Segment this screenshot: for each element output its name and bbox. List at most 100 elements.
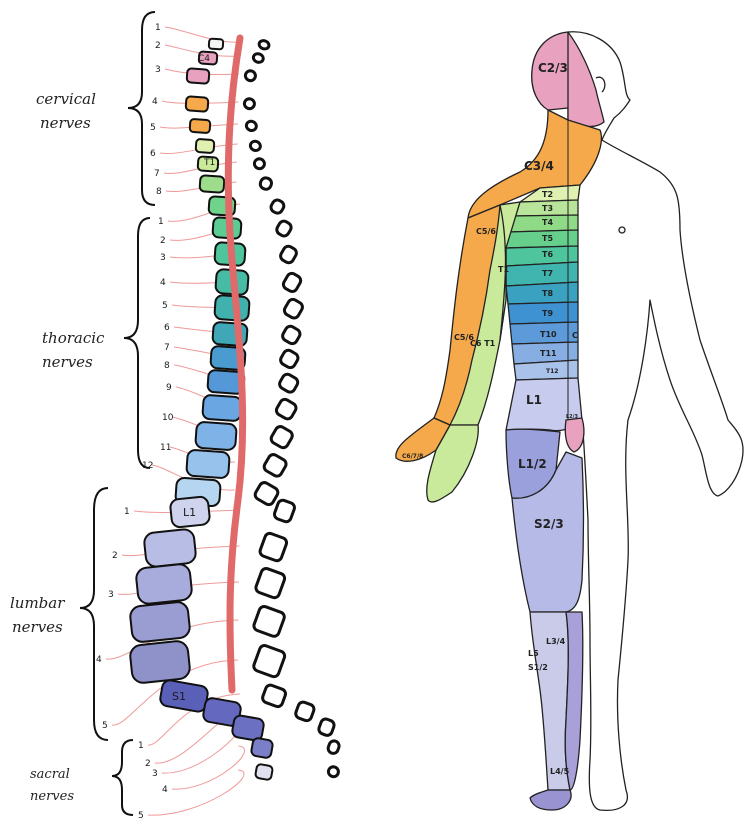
thoracic-label-line1: thoracic [42,329,105,347]
spinous-processes [243,39,340,778]
process-sacral-3 [317,718,335,737]
vertebra-thoracic-11 [186,450,230,479]
nerve-number-thoracic-6: 6 [164,323,170,333]
process-thoracic-11 [262,453,287,478]
process-sacral-2 [294,701,315,722]
process-thoracic-3 [279,244,298,264]
label-c678: C6/7/8 [402,453,423,460]
process-cervical-4 [243,97,256,110]
nerve-number-thoracic-4: 4 [160,278,166,288]
process-cervical-5 [245,120,258,132]
nerve-number-cervical-7: 7 [154,169,160,179]
process-cervical-2 [252,52,264,63]
label-t12: T12 [546,368,558,375]
vertebra-cervical-4 [186,96,209,112]
nerve-number-cervical-6: 6 [150,149,156,159]
nerve-number-sacral-4: 4 [162,785,168,795]
vertebra-label-t1: T1 [203,158,215,168]
nerve-number-thoracic-5: 5 [162,301,168,311]
bracket-sacral [112,740,133,815]
label-t3: T3 [542,204,553,213]
dermatome-leg-purple [565,612,583,790]
vertebra-thoracic-9 [202,395,242,422]
label-l45: L4/5 [550,767,570,776]
vertebra-cervical-8 [199,175,224,193]
vertebra-lumbar-3 [135,563,192,604]
process-thoracic-10 [269,425,294,450]
sacral-label-line1: sacral [30,767,70,782]
process-thoracic-4 [282,272,303,294]
nerve-line-cervical-1 [165,27,240,42]
label-t7: T7 [542,269,553,278]
group-brackets [80,12,155,815]
label-l23: L2/3 [566,414,578,420]
label-t9: T9 [542,309,553,318]
nerve-number-thoracic-3: 3 [160,253,166,263]
bracket-cervical [128,12,155,205]
process-cervical-3 [244,69,257,82]
vertebra-lumbar-2 [143,528,196,567]
process-lumbar-4 [253,605,286,638]
nerve-number-cervical-5: 5 [150,123,156,133]
label-c34: C3/4 [524,159,554,173]
vertebra-sacral-3 [231,715,264,742]
nerve-number-lumbar-4: 4 [96,655,102,665]
process-thoracic-5 [283,298,305,320]
sacral-label-line2: nerves [30,789,74,804]
nerve-number-cervical-3: 3 [155,65,161,75]
process-cervical-8 [259,176,273,190]
process-sacral-1 [261,684,287,708]
label-t6: T6 [542,250,553,259]
process-lumbar-5 [252,644,286,678]
process-thoracic-1 [269,198,285,215]
label-t4: T4 [542,218,553,227]
process-cervical-1 [258,39,270,50]
bracket-lumbar [80,488,108,740]
nerve-number-cervical-4: 4 [152,97,158,107]
vertebra-cervical-1 [209,39,224,50]
process-cervical-7 [253,157,266,170]
vertebra-cervical-6 [196,139,215,153]
vertebra-cervical-5 [190,119,211,133]
label-t8: T8 [542,289,553,298]
process-thoracic-8 [278,372,300,393]
vertebra-label-l1: L1 [183,506,196,519]
process-thoracic-7 [279,348,300,369]
label-t1-side: T1 [498,265,509,274]
dermatome-genital [565,418,584,452]
nerve-number-lumbar-1: 1 [124,507,130,517]
nerve-number-thoracic-11: 11 [160,443,171,453]
thoracic-label-line2: nerves [42,353,93,371]
nerve-number-thoracic-1: 1 [158,217,164,227]
process-thoracic-9 [275,398,298,421]
nerve-number-sacral-3: 3 [152,769,158,779]
vertebra-cervical-3 [187,68,210,84]
vertebra-sacral-5 [255,764,273,781]
label-t5: T5 [542,234,553,243]
label-c: C [572,331,578,340]
vertebra-lumbar-4 [129,601,190,643]
nerve-number-lumbar-5: 5 [102,721,108,731]
nerve-number-thoracic-10: 10 [162,413,174,423]
label-l5: L5 [528,649,539,658]
process-lumbar-1 [273,499,296,523]
lumbar-label-line2: nerves [12,618,63,636]
process-sacral-5 [327,765,340,778]
lumbar-label-line1: lumbar [10,594,65,612]
process-sacral-4 [327,740,341,755]
process-thoracic-6 [281,324,302,345]
nerve-number-sacral-5: 5 [138,811,144,821]
label-l34: L3/4 [546,637,566,646]
nerve-number-cervical-1: 1 [155,23,161,33]
label-c23: C2/3 [538,61,568,75]
vertebra-label-c4: C4 [198,54,210,64]
label-c6t1: C6 T1 [470,339,496,348]
spine-illustration: C4 T1 L1 S1 cervical nerves thoracic ner… [10,12,340,821]
process-thoracic-12 [253,481,279,507]
vertebra-thoracic-10 [195,422,237,451]
process-lumbar-2 [259,532,288,562]
label-t2: T2 [542,190,553,199]
nerve-number-sacral-1: 1 [138,741,144,751]
process-cervical-6 [249,140,262,152]
